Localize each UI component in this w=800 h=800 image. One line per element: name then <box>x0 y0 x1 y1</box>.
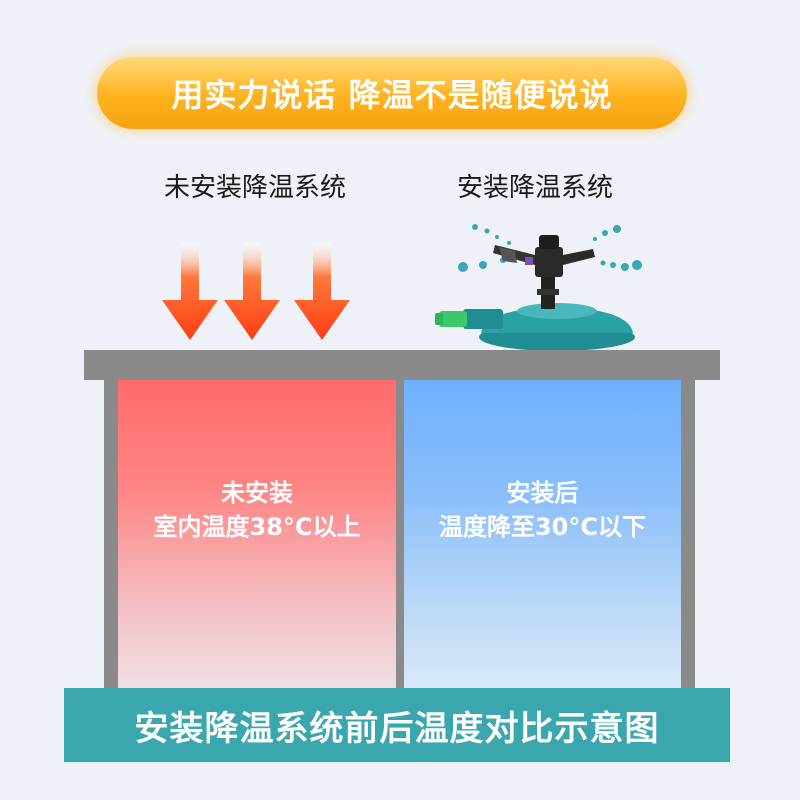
sprinkler-icon <box>435 224 642 351</box>
water-spray-left <box>458 224 523 272</box>
panel-without-system: 未安装 室内温度38°C以上 <box>118 380 396 688</box>
panel-with-system: 安装后 温度降至30°C以下 <box>404 380 681 688</box>
caption-without-system: 未安装降温系统 <box>163 173 346 203</box>
panel-hot-title: 未安装 <box>221 479 293 507</box>
panel-hot-temperature: 室内温度38°C以上 <box>153 513 361 541</box>
water-spray-right <box>593 225 642 271</box>
heat-arrow-icon <box>294 242 350 340</box>
panel-cool-title: 安装后 <box>506 479 579 507</box>
headline-banner: 用实力说话 降温不是随便说说 <box>97 57 687 129</box>
table-top <box>84 350 720 380</box>
table-leg-left <box>104 380 118 690</box>
table-leg-right <box>681 380 695 690</box>
footer-banner: 安装降温系统前后温度对比示意图 <box>64 688 730 762</box>
table-divider <box>396 380 404 690</box>
heat-arrow-icon <box>224 242 280 340</box>
panel-cool-temperature: 温度降至30°C以下 <box>438 513 646 541</box>
headline-text: 用实力说话 降温不是随便说说 <box>171 76 613 114</box>
footer-text: 安装降温系统前后温度对比示意图 <box>134 708 660 749</box>
heat-arrow-icon <box>162 242 218 340</box>
caption-with-system: 安装降温系统 <box>456 173 613 203</box>
